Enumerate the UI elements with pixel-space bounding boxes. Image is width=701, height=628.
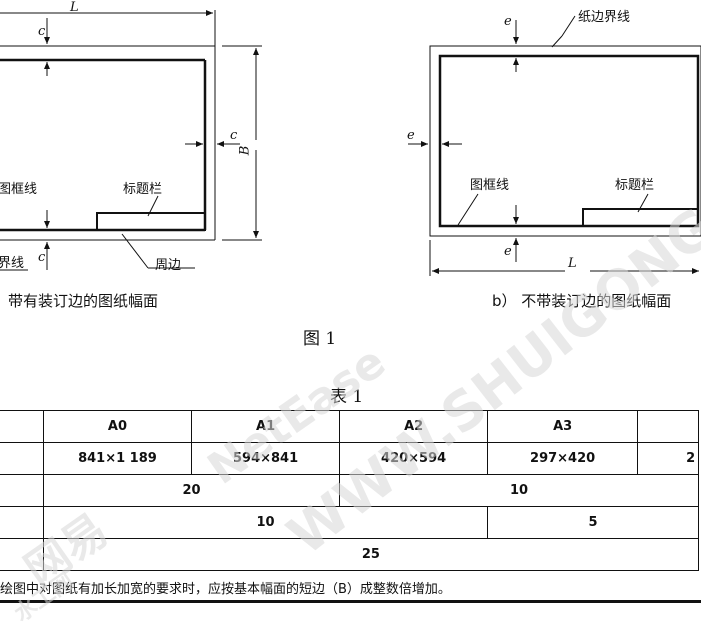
diagram-b-lines [408, 15, 701, 276]
value-e: 25 [42, 538, 700, 571]
table-row-a: 10 5 [0, 506, 699, 539]
value-a-small: 5 [487, 506, 699, 539]
frame-line-label-b: 图框线 [470, 178, 510, 193]
dim-label-c-right: c [230, 128, 238, 143]
dim-label-e-left: e [407, 128, 415, 143]
title-block-label-b: 标题栏 [615, 178, 655, 193]
dim-label-L-a: L [70, 0, 79, 15]
figure-caption: 图 1 [303, 329, 337, 349]
header-A1: A1 [191, 410, 341, 443]
dim-label-c-bottom: c [38, 250, 46, 265]
table-row-sizes: 841×1 189 594×841 420×594 297×420 2 [0, 442, 699, 475]
drawing-sheet-diagrams [0, 10, 701, 276]
size-A2: 420×594 [339, 442, 489, 475]
table-row-e: 25 [0, 538, 700, 571]
table-caption: 表 1 [330, 387, 364, 407]
value-c-small: 10 [339, 474, 699, 507]
bottom-rule [0, 600, 701, 603]
frame-line-label-a: 图框线 [0, 182, 38, 197]
value-a-large: 10 [42, 506, 489, 539]
header-A3: A3 [487, 410, 639, 443]
table-row-c: 20 10 [0, 474, 699, 507]
title-block-label-a: 标题栏 [123, 182, 163, 197]
size-A0: 841×1 189 [42, 442, 193, 475]
caption-a: 带有装订边的图纸幅面 [8, 292, 159, 310]
dim-label-e-top: e [504, 14, 512, 29]
size-A4-partial: 2 [637, 442, 699, 475]
dim-label-L-b: L [568, 256, 577, 271]
paper-border-label: 纸边界线 [578, 10, 631, 25]
dim-label-e-bottom: e [504, 244, 512, 259]
header-A0: A0 [42, 410, 193, 443]
header-A2: A2 [339, 410, 489, 443]
border-line-label-a: 界线 [0, 256, 25, 271]
value-c-large: 20 [42, 474, 341, 507]
diagram-a-lines [0, 10, 262, 271]
size-A1: 594×841 [191, 442, 341, 475]
perimeter-label: 周边 [155, 258, 182, 273]
paper-size-table: A0 A1 A2 A3 841×1 189 594×841 420×594 29… [0, 410, 700, 571]
size-A3: 297×420 [487, 442, 639, 475]
table-note: 绘图中对图纸有加长加宽的要求时，应按基本幅面的短边（B）成整数倍增加。 [0, 582, 451, 597]
table-row-header: A0 A1 A2 A3 [0, 410, 699, 443]
caption-b: b） 不带装订边的图纸幅面 [492, 292, 672, 310]
dim-label-B: B [237, 145, 253, 156]
dim-label-c-top: c [38, 24, 46, 39]
